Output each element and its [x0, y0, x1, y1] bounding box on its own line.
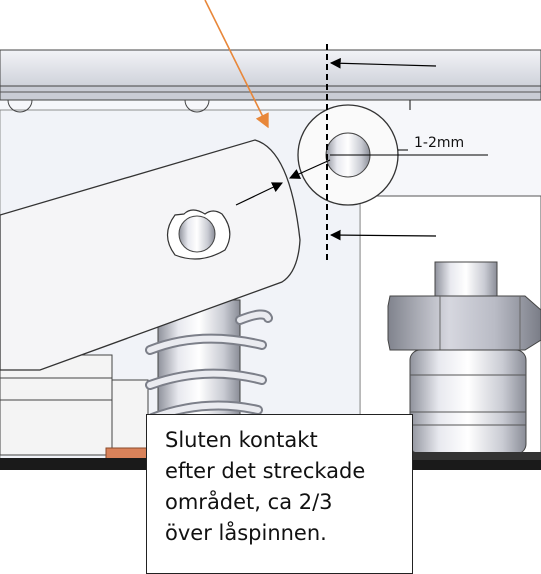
right-cylinder-body: [409, 349, 527, 455]
gap-arrow: [289, 159, 331, 179]
left-step: [111, 379, 149, 451]
top-rail-lower-edge: [0, 85, 541, 101]
callout-box: Sluten kontakt efter det streckade områd…: [146, 414, 413, 574]
lower-arrow: [329, 229, 437, 241]
bottom-strip-right: [398, 452, 541, 460]
gap-arrow: [235, 182, 283, 206]
pivot-arm: [0, 139, 301, 371]
orange-leader-arrow: [204, 0, 269, 129]
arm-slot: [166, 209, 231, 260]
callout-line-2: efter det streckade: [165, 459, 366, 483]
plate-hole-middle: [184, 99, 210, 113]
right-hex-nut: [387, 295, 541, 351]
dimension-label: 1-2mm: [414, 135, 465, 151]
spring-coils: [145, 309, 273, 423]
right-cylinder-top: [434, 261, 498, 297]
callout-line-3: området, ca 2/3: [165, 490, 333, 514]
callout-line-4: över låspinnen.: [165, 521, 327, 545]
callout-line-1: Sluten kontakt: [165, 428, 318, 452]
top-rail: [0, 49, 541, 87]
plate-hole-left: [7, 99, 33, 113]
upper-arrow: [329, 57, 437, 69]
